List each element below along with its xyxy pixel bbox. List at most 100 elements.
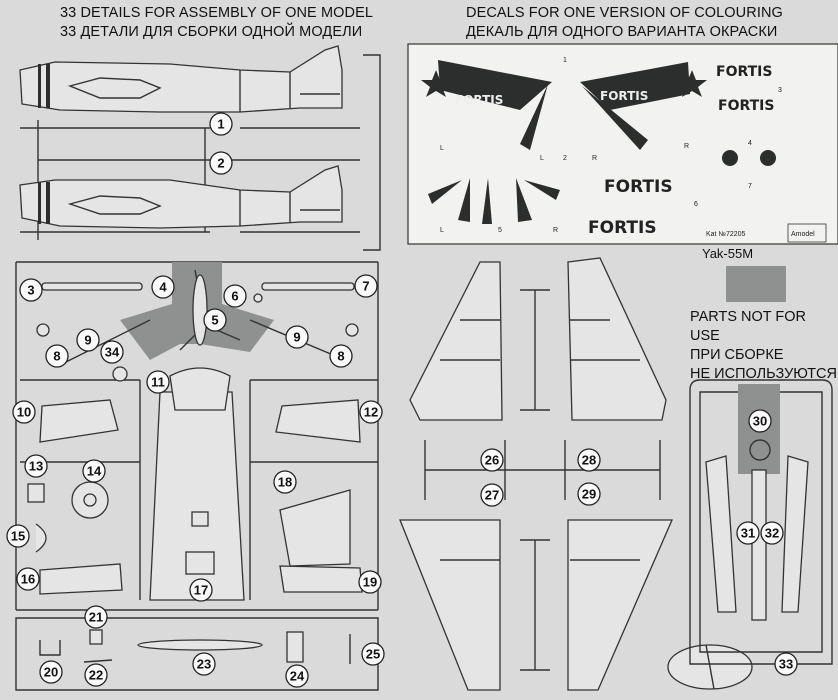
- svg-text:10: 10: [17, 405, 31, 420]
- fuselage-half-1: [19, 45, 343, 113]
- decal-sheet: FORTIS FORTIS FORTIS FORTIS FORTIS FORTI…: [407, 43, 838, 261]
- decals-title-ru: ДЕКАЛЬ ДЛЯ ОДНОГО ВАРИАНТА ОКРАСКИ: [466, 24, 778, 40]
- svg-text:13: 13: [29, 459, 43, 474]
- decal-number-7: 7: [748, 183, 752, 190]
- svg-text:9: 9: [84, 333, 91, 348]
- parts-not-for-use-label: PARTS NOT FOR USE ПРИ СБОРКЕ НЕ ИСПОЛЬЗУ…: [690, 308, 838, 384]
- decal-number-4: 4: [748, 140, 752, 147]
- part-27-callout: 27: [480, 483, 504, 507]
- part-17-callout: 17: [189, 578, 213, 602]
- svg-text:6: 6: [231, 289, 238, 304]
- part-32-callout: 32: [760, 521, 784, 545]
- decal-fortis-2: FORTIS: [718, 98, 774, 114]
- decal-number-1: 1: [563, 57, 567, 64]
- main-sprue: [15, 261, 379, 691]
- decal-letter-l-2: L: [540, 155, 544, 162]
- part-20-callout: 20: [39, 660, 63, 684]
- part-24-callout: 24: [285, 664, 309, 688]
- decal-letter-l-1: L: [440, 145, 444, 152]
- decal-letter-l-3: L: [440, 227, 444, 234]
- assembly-title-en: 33 DETAILS FOR ASSEMBLY OF ONE MODEL: [60, 5, 374, 21]
- part-33-callout: 33: [774, 652, 798, 676]
- svg-text:21: 21: [89, 610, 103, 625]
- part-9-callout-left: 9: [76, 328, 100, 352]
- part-3-callout: 3: [19, 278, 43, 302]
- svg-text:27: 27: [485, 488, 499, 503]
- assembly-title-ru: 33 ДЕТАЛИ ДЛЯ СБОРКИ ОДНОЙ МОДЕЛИ: [60, 24, 363, 40]
- part-30-callout: 30: [748, 409, 772, 433]
- decal-fortis-1: FORTIS: [716, 64, 772, 80]
- wing-sprue: [399, 257, 753, 691]
- part-21-callout: 21: [84, 605, 108, 629]
- part-25-callout: 25: [361, 642, 385, 666]
- part-31-callout: 31: [736, 521, 760, 545]
- decal-star-banner-left: FORTIS: [421, 60, 552, 150]
- fuselage-sprue: [19, 45, 381, 251]
- model-name: Yak-55M: [702, 246, 753, 261]
- part-12-callout: 12: [359, 400, 383, 424]
- part-8-callout-left: 8: [45, 344, 69, 368]
- part-5-callout: 5: [203, 308, 227, 332]
- part-2-callout: 2: [209, 151, 233, 175]
- maker-logo: Amodel: [791, 231, 815, 238]
- svg-text:34: 34: [105, 345, 120, 360]
- unused-parts-sprue: [689, 266, 833, 665]
- svg-text:FORTIS: FORTIS: [600, 89, 648, 103]
- fuselage-half-2: [19, 165, 343, 229]
- part-13-callout: 13: [24, 454, 48, 478]
- part-1-callout: 1: [209, 112, 233, 136]
- part-7-callout: 7: [354, 274, 378, 298]
- svg-text:3: 3: [27, 283, 34, 298]
- svg-text:20: 20: [44, 665, 58, 680]
- part-26-callout: 26: [480, 448, 504, 472]
- svg-text:19: 19: [363, 575, 377, 590]
- decal-number-5: 5: [498, 227, 502, 234]
- part-10-callout: 10: [12, 400, 36, 424]
- svg-text:2: 2: [217, 156, 224, 171]
- svg-text:31: 31: [741, 526, 755, 541]
- svg-text:7: 7: [362, 279, 369, 294]
- svg-text:FORTIS: FORTIS: [455, 93, 503, 107]
- decal-fortis-4: FORTIS: [588, 218, 657, 238]
- not-for-use-ru-2: НЕ ИСПОЛЬЗУЮТСЯ: [690, 366, 837, 382]
- decal-number-6: 6: [694, 201, 698, 208]
- part-8-callout-right: 8: [329, 344, 353, 368]
- svg-text:28: 28: [582, 453, 596, 468]
- part-29-callout: 29: [577, 482, 601, 506]
- decal-star-banner-right: FORTIS: [580, 62, 707, 150]
- decal-rays-lower: [428, 178, 560, 224]
- part-18-callout: 18: [273, 470, 297, 494]
- part-34-callout: 34: [100, 340, 124, 364]
- part-19-callout: 19: [358, 570, 382, 594]
- decals-title-en: DECALS FOR ONE VERSION OF COLOURING: [466, 5, 783, 21]
- part-14-callout: 14: [82, 459, 106, 483]
- svg-text:14: 14: [87, 464, 102, 479]
- part-callouts: 1 2 3 4 5 6 7 8 8 9 9 10 11 12 13 14 15 …: [6, 112, 798, 688]
- decal-letter-r-1: R: [592, 155, 597, 162]
- svg-text:12: 12: [364, 405, 378, 420]
- part-9-callout-right: 9: [285, 325, 309, 349]
- decal-letter-r-2: R: [684, 143, 689, 150]
- svg-text:29: 29: [582, 487, 596, 502]
- part-16-callout: 16: [16, 567, 40, 591]
- decal-number-2: 2: [563, 155, 567, 162]
- svg-text:22: 22: [89, 668, 103, 683]
- svg-text:5: 5: [211, 313, 218, 328]
- decal-letter-r-3: R: [553, 227, 558, 234]
- svg-text:9: 9: [293, 330, 300, 345]
- svg-text:30: 30: [753, 414, 767, 429]
- svg-text:11: 11: [151, 375, 165, 390]
- svg-text:24: 24: [290, 669, 305, 684]
- svg-text:16: 16: [21, 572, 35, 587]
- svg-text:17: 17: [194, 583, 208, 598]
- svg-text:18: 18: [278, 475, 292, 490]
- kat-number: Kat №72205: [706, 231, 746, 238]
- svg-text:15: 15: [11, 529, 25, 544]
- svg-text:33: 33: [779, 657, 793, 672]
- svg-text:8: 8: [53, 349, 60, 364]
- svg-text:1: 1: [217, 117, 224, 132]
- not-for-use-en: PARTS NOT FOR USE: [690, 309, 807, 344]
- svg-text:32: 32: [765, 526, 779, 541]
